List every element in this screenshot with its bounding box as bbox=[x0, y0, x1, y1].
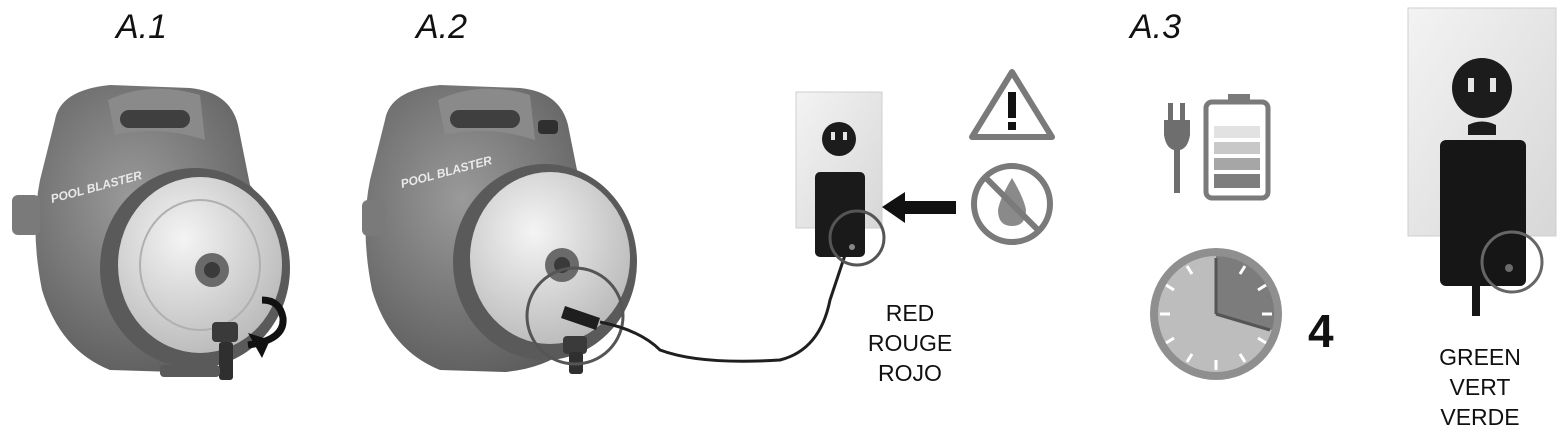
rotate-arrow-icon bbox=[247, 296, 287, 358]
caption-red-es: ROJO bbox=[878, 360, 942, 386]
caption-green-fr: VERT bbox=[1449, 374, 1511, 400]
pool-blaster-device-a2: POOL BLASTER bbox=[362, 85, 637, 374]
charging-cable bbox=[599, 254, 847, 363]
caption-red-fr: ROUGE bbox=[867, 330, 953, 356]
led-caption-red: RED ROUGE ROJO bbox=[860, 298, 960, 388]
warning-triangle-icon bbox=[969, 69, 1055, 140]
no-water-icon bbox=[971, 163, 1053, 245]
led-caption-green: GREEN VERT VERDE bbox=[1420, 342, 1540, 432]
charger-adapter-a2 bbox=[815, 172, 886, 267]
clock-icon bbox=[1150, 248, 1282, 380]
pool-blaster-device-a1: POOL BLASTER bbox=[12, 85, 290, 380]
charger-adapter-a3 bbox=[1440, 140, 1544, 316]
caption-green-es: VERDE bbox=[1440, 404, 1520, 430]
battery-icon bbox=[1203, 94, 1271, 201]
step-label-a2: A.2 bbox=[416, 8, 468, 46]
charging-port-highlight bbox=[525, 266, 625, 366]
power-plug-icon bbox=[1164, 103, 1190, 193]
charge-hours-value: 4 bbox=[1308, 305, 1334, 357]
caption-red-en: RED bbox=[885, 300, 935, 326]
caption-green-en: GREEN bbox=[1439, 344, 1521, 370]
step-label-a1: A.1 bbox=[116, 8, 168, 46]
step-label-a3: A.3 bbox=[1130, 8, 1182, 46]
arrow-left-icon bbox=[882, 192, 956, 223]
